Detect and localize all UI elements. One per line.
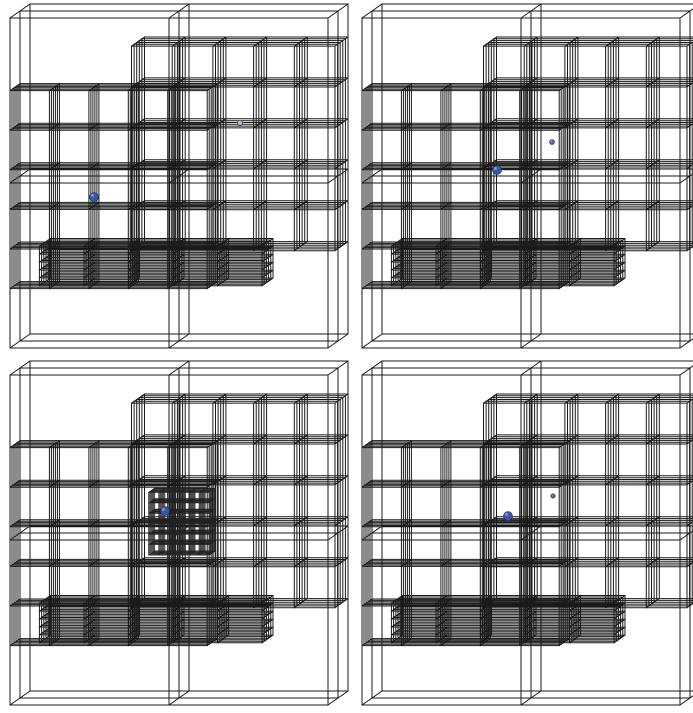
large-sphere-highlight xyxy=(494,167,497,170)
small-sphere xyxy=(238,121,243,126)
mesh-panel-bottom-right xyxy=(362,361,693,705)
small-sphere-highlight xyxy=(550,140,552,142)
mesh-panel-top-right xyxy=(362,4,693,348)
small-sphere xyxy=(550,140,555,145)
large-sphere xyxy=(90,193,99,202)
large-sphere-highlight xyxy=(505,513,508,516)
small-sphere xyxy=(551,494,555,498)
large-sphere xyxy=(493,166,502,175)
small-sphere-highlight xyxy=(238,121,240,123)
mesh-panel-top-left xyxy=(10,4,348,348)
mesh-edge xyxy=(335,476,348,485)
large-sphere xyxy=(504,512,513,521)
mesh-panel-bottom-left xyxy=(10,361,348,705)
small-sphere-highlight xyxy=(551,494,553,496)
large-sphere-highlight xyxy=(91,194,94,197)
large-sphere xyxy=(161,507,170,516)
large-sphere-highlight xyxy=(162,508,165,511)
mesh-edge xyxy=(335,119,348,128)
